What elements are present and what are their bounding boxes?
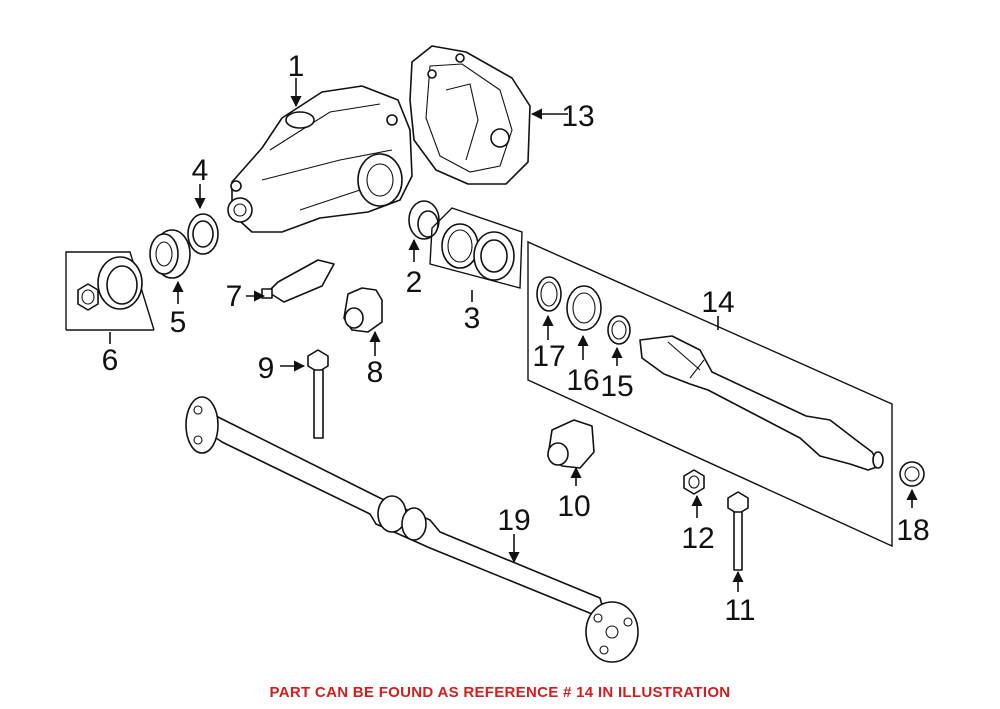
callout-18: 18 (896, 514, 929, 547)
callout-19: 19 (497, 504, 530, 537)
callout-11: 11 (724, 594, 755, 627)
callout-14: 14 (701, 286, 734, 319)
part-1-differential (227, 85, 413, 233)
leader-lines (109, 78, 918, 592)
callout-13: 13 (561, 100, 594, 133)
part-10-bushing (547, 419, 595, 469)
part-8-bushing (343, 287, 383, 333)
callout-4: 4 (192, 154, 209, 187)
part-5-seal (149, 229, 191, 279)
callout-17: 17 (532, 340, 565, 373)
part-12-nut (683, 469, 705, 495)
callout-6: 6 (102, 344, 119, 377)
callout-12: 12 (681, 522, 714, 555)
part-18-cap (899, 461, 925, 487)
part-6-kit (65, 251, 155, 331)
callout-3: 3 (464, 302, 481, 335)
callout-labels: 1 4 5 6 7 8 9 2 3 13 14 15 16 17 18 10 1… (102, 50, 930, 627)
part-4-seal (187, 213, 219, 255)
callout-15: 15 (600, 370, 633, 403)
part-19-drive-shaft (185, 396, 639, 663)
callout-16: 16 (566, 364, 599, 397)
part-16-seal (566, 285, 602, 331)
part-17-ring (536, 276, 562, 312)
callout-7: 7 (226, 280, 243, 313)
callout-10: 10 (557, 490, 590, 523)
callout-1: 1 (288, 50, 305, 83)
part-15-ring (607, 315, 631, 345)
callout-2: 2 (406, 266, 423, 299)
reference-note: PART CAN BE FOUND AS REFERENCE # 14 IN I… (269, 684, 731, 701)
part-13-diff-cover (409, 45, 531, 185)
part-2-seal (408, 200, 440, 240)
part-3-seal-kit (429, 207, 523, 289)
callout-9: 9 (258, 352, 275, 385)
callout-5: 5 (170, 306, 187, 339)
part-11-bolt (727, 491, 749, 571)
part-7-tube (261, 259, 335, 303)
part-9-bolt (307, 349, 329, 439)
callout-8: 8 (367, 356, 384, 389)
part-14-axle-shaft (527, 240, 893, 548)
